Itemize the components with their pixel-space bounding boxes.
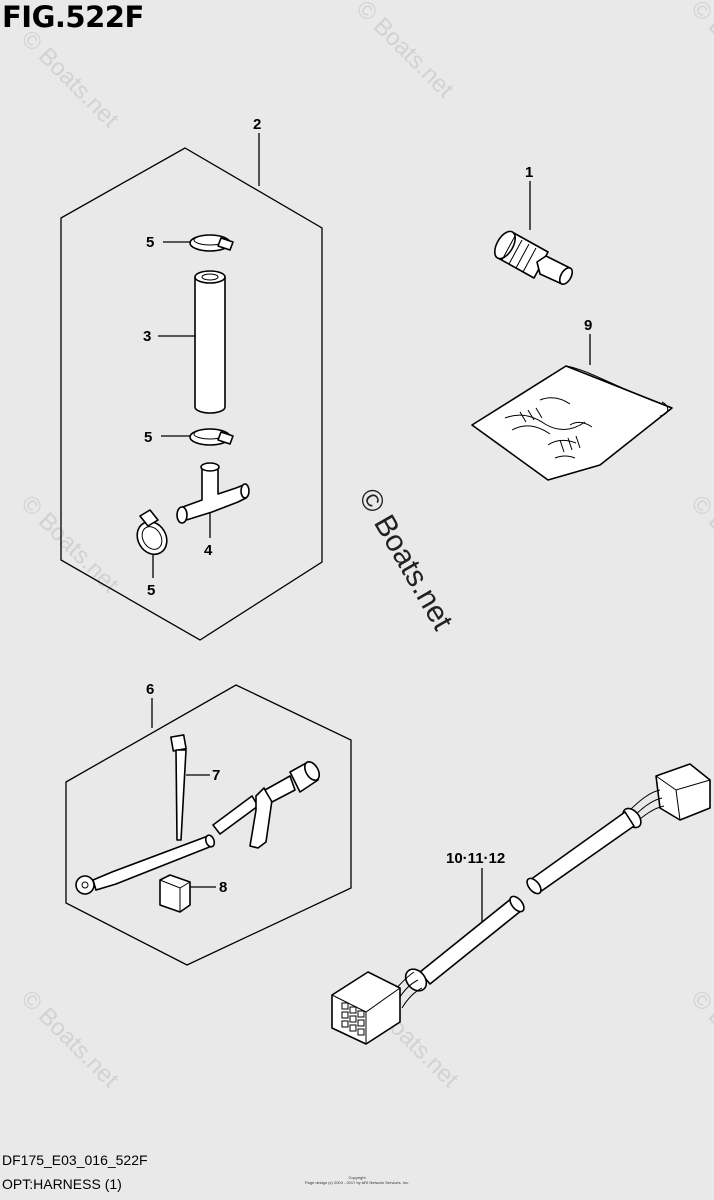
copyright-line-1: Copyright <box>348 1175 366 1180</box>
figure-code: DF175_E03_016_522F <box>2 1152 148 1168</box>
callout-5a: 5 <box>146 234 154 251</box>
hose-clamp-bottom <box>136 509 168 556</box>
kit-outline-6 <box>65 684 352 966</box>
fuse-8 <box>159 874 191 913</box>
callout-10-11-12: 10·11·12 <box>446 850 505 867</box>
t-joint <box>176 462 250 524</box>
fitting-part-1 <box>493 230 574 285</box>
kit-outline-2 <box>60 147 323 641</box>
watermark-faint: © Boats.net <box>16 985 124 1093</box>
callout-8: 8 <box>219 879 227 896</box>
figure-name: OPT:HARNESS (1) <box>2 1176 122 1192</box>
figure-title: FIG.522F <box>2 0 144 34</box>
watermark-faint: © Boats.net <box>686 490 714 598</box>
watermark-faint: © Boats.net <box>16 25 124 133</box>
background-watermarks: © Boats.net © Boats.net © Boats.net © Bo… <box>16 0 714 1093</box>
callout-2: 2 <box>253 116 261 133</box>
watermark-center: © Boats.net <box>352 483 460 636</box>
copyright-notice: Copyright Page design (c) 2004 - 2017 by… <box>287 1175 427 1185</box>
callout-5b: 5 <box>144 429 152 446</box>
callout-6: 6 <box>146 681 154 698</box>
callout-4: 4 <box>204 542 213 559</box>
cable-tie-7 <box>170 734 187 841</box>
callout-3: 3 <box>143 328 151 345</box>
wiring-harness-10-11-12 <box>331 763 711 1045</box>
callout-1: 1 <box>525 164 533 181</box>
hose-clamp-middle <box>189 428 234 446</box>
watermark-faint: © Boats.net <box>686 985 714 1093</box>
watermark-faint: © Boats.net <box>351 0 459 103</box>
ground-cable <box>75 761 321 895</box>
copyright-line-2: Page design (c) 2004 - 2017 by ARI Netwo… <box>304 1180 410 1185</box>
hose-clamp-top <box>189 234 234 252</box>
hose <box>194 270 226 414</box>
parts-bag-9 <box>471 365 673 481</box>
callout-9: 9 <box>584 317 592 334</box>
watermark-faint: © Boats.net <box>16 490 124 598</box>
callout-7: 7 <box>212 767 220 784</box>
watermark-faint: © Boats.net <box>686 0 714 103</box>
callout-5c: 5 <box>147 582 155 599</box>
